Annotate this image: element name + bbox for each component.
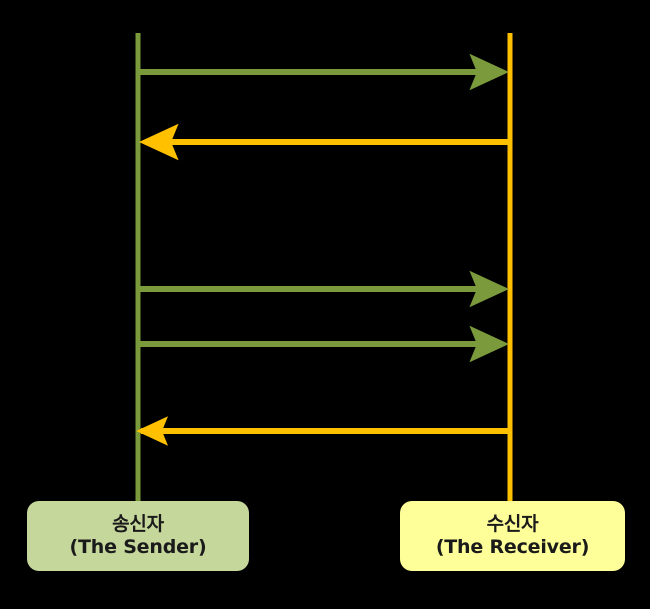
actor-box-receiver[interactable]: 수신자 (The Receiver) bbox=[400, 501, 625, 571]
actor-receiver-name-en: (The Receiver) bbox=[435, 536, 590, 558]
actor-sender-name-kr: 송신자 bbox=[112, 512, 164, 535]
actor-sender-name-en: (The Sender) bbox=[69, 536, 207, 558]
actor-box-sender[interactable]: 송신자 (The Sender) bbox=[27, 501, 249, 571]
actor-receiver-name-kr: 수신자 bbox=[486, 512, 539, 535]
